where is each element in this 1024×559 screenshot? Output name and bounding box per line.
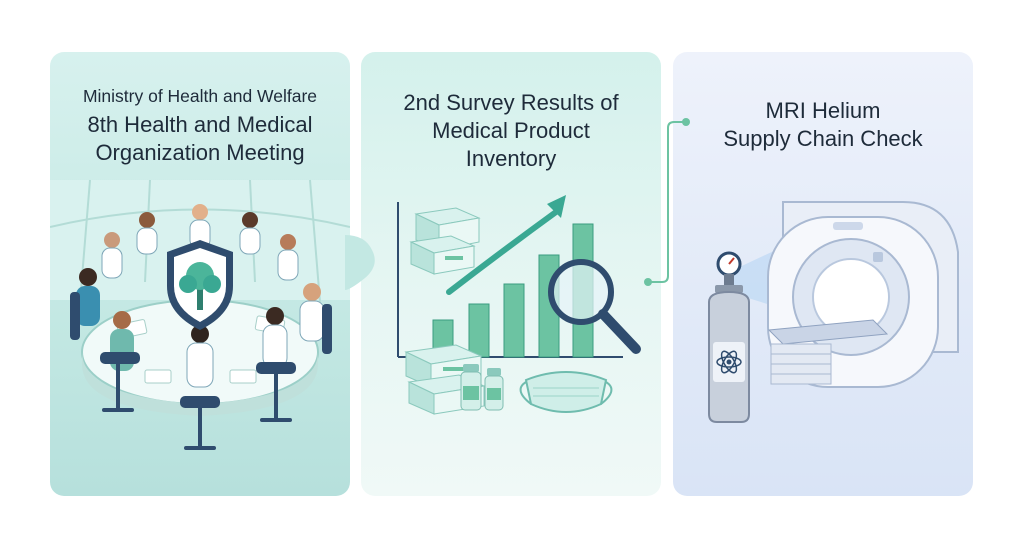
- inventory-title-line-3: Inventory: [465, 146, 557, 171]
- inventory-title-line-1: 2nd Survey Results of: [403, 90, 619, 115]
- medicine-box-icon: [409, 207, 481, 275]
- inventory-panel: 2nd Survey Results of Medical Product In…: [361, 52, 661, 496]
- inventory-title-line-2: Medical Product: [432, 118, 590, 143]
- meeting-panel: Ministry of Health and Welfare 8th Healt…: [50, 52, 350, 496]
- atom-icon: [716, 350, 742, 374]
- shield-tree-icon: [167, 240, 233, 330]
- helium-title-line-2: Supply Chain Check: [723, 126, 923, 151]
- helium-panel: MRI Helium Supply Chain Check: [673, 52, 973, 496]
- face-mask-icon: [519, 371, 613, 413]
- vial-icon: [460, 364, 504, 411]
- trend-arrow-icon: [446, 195, 566, 295]
- magnifier-icon: [548, 259, 641, 354]
- mri-scanner-illustration: [708, 201, 959, 423]
- meeting-title-line-1: 8th Health and Medical: [87, 112, 313, 137]
- meeting-title-line-2: Organization Meeting: [95, 140, 305, 165]
- meeting-table-illustration: [50, 179, 350, 450]
- bar-chart-illustration: [397, 195, 641, 415]
- helium-title-line-1: MRI Helium: [765, 98, 881, 123]
- ministry-subtitle: Ministry of Health and Welfare: [82, 86, 318, 106]
